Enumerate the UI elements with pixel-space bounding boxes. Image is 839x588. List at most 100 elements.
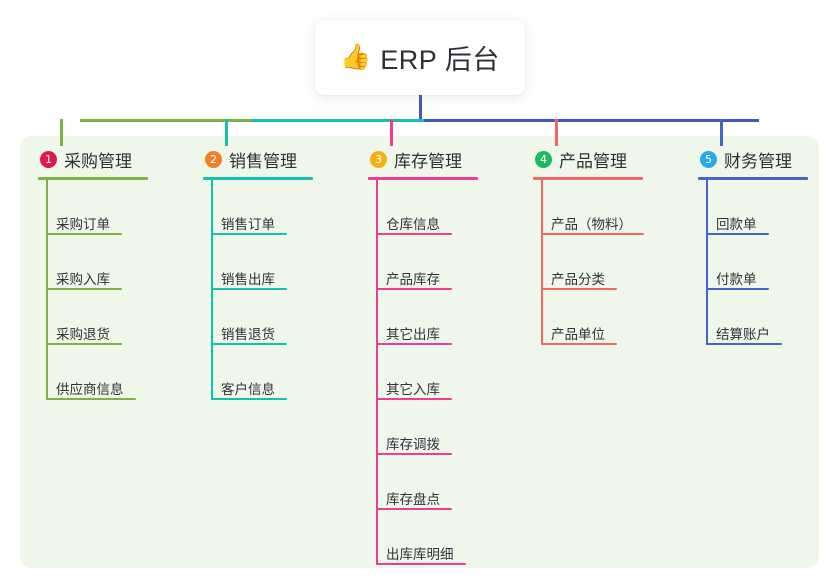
branch-header-2[interactable]: 2 销售管理 bbox=[203, 146, 313, 172]
leaf-item-rule bbox=[376, 508, 452, 510]
branch-items-1: 采购订单采购入库采购退货供应商信息 bbox=[38, 180, 148, 400]
leaf-item[interactable]: 供应商信息 bbox=[38, 345, 148, 400]
leaf-item-label: 供应商信息 bbox=[56, 381, 124, 397]
branch-header-3[interactable]: 3 库存管理 bbox=[368, 146, 478, 172]
leaf-item-rule bbox=[376, 398, 452, 400]
branch-spine-3 bbox=[376, 180, 378, 565]
leaf-item-label: 库存盘点 bbox=[386, 491, 440, 507]
branch-badge-3: 3 bbox=[370, 150, 387, 168]
thumbs-up-icon: 👍 bbox=[340, 43, 372, 71]
leaf-item-rule bbox=[46, 233, 122, 235]
leaf-item-rule bbox=[706, 233, 769, 235]
branches-panel bbox=[20, 136, 819, 568]
branch-column-2: 2 销售管理销售订单销售出库销售退货客户信息 bbox=[203, 146, 313, 400]
branch-stem-2 bbox=[225, 119, 228, 146]
branch-badge-2: 2 bbox=[205, 150, 222, 168]
leaf-item-rule bbox=[46, 288, 122, 290]
branch-items-2: 销售订单销售出库销售退货客户信息 bbox=[203, 180, 313, 400]
branch-badge-1: 1 bbox=[40, 150, 57, 168]
leaf-item[interactable]: 产品单位 bbox=[533, 290, 643, 345]
branch-title-2: 销售管理 bbox=[229, 151, 297, 171]
leaf-item-rule bbox=[46, 398, 136, 400]
branch-rule-3 bbox=[368, 177, 478, 180]
branch-spine-2 bbox=[211, 180, 213, 400]
branch-items-5: 回款单付款单结算账户 bbox=[698, 180, 808, 345]
leaf-item-rule bbox=[376, 233, 452, 235]
branch-header-1[interactable]: 1 采购管理 bbox=[38, 146, 148, 172]
leaf-item[interactable]: 销售退货 bbox=[203, 290, 313, 345]
leaf-item[interactable]: 结算账户 bbox=[698, 290, 808, 345]
branch-title-5: 财务管理 bbox=[724, 151, 792, 171]
leaf-item-label: 回款单 bbox=[716, 216, 757, 232]
leaf-item[interactable]: 回款单 bbox=[698, 180, 808, 235]
branch-rule-5 bbox=[698, 177, 808, 180]
leaf-item[interactable]: 库存调拨 bbox=[368, 400, 478, 455]
leaf-item[interactable]: 产品分类 bbox=[533, 235, 643, 290]
leaf-item-label: 库存调拨 bbox=[386, 436, 440, 452]
leaf-item[interactable]: 其它出库 bbox=[368, 290, 478, 345]
branch-spine-4 bbox=[541, 180, 543, 345]
leaf-item-rule bbox=[211, 398, 287, 400]
leaf-item-label: 其它入库 bbox=[386, 381, 440, 397]
root-stem bbox=[419, 95, 422, 122]
branch-title-4: 产品管理 bbox=[559, 151, 627, 171]
leaf-item-label: 产品分类 bbox=[551, 271, 605, 287]
leaf-item-rule bbox=[46, 343, 122, 345]
leaf-item[interactable]: 销售出库 bbox=[203, 235, 313, 290]
leaf-item[interactable]: 仓库信息 bbox=[368, 180, 478, 235]
branch-column-1: 1 采购管理采购订单采购入库采购退货供应商信息 bbox=[38, 146, 148, 400]
root-title: ERP 后台 bbox=[380, 45, 500, 75]
leaf-item[interactable]: 产品（物料） bbox=[533, 180, 644, 235]
branch-stem-4 bbox=[555, 119, 558, 146]
leaf-item-label: 产品单位 bbox=[551, 326, 605, 342]
leaf-item[interactable]: 采购入库 bbox=[38, 235, 148, 290]
leaf-item-rule bbox=[376, 343, 452, 345]
leaf-item-rule bbox=[211, 288, 287, 290]
leaf-item[interactable]: 客户信息 bbox=[203, 345, 313, 400]
branch-badge-5: 5 bbox=[700, 150, 717, 168]
leaf-item[interactable]: 其它入库 bbox=[368, 345, 478, 400]
bus-segment-2 bbox=[252, 119, 424, 122]
leaf-item-label: 销售出库 bbox=[221, 271, 275, 287]
bus-segment-3 bbox=[424, 119, 759, 122]
leaf-item[interactable]: 出库库明细 bbox=[368, 510, 478, 565]
leaf-item-label: 销售订单 bbox=[221, 216, 275, 232]
leaf-item[interactable]: 付款单 bbox=[698, 235, 808, 290]
branch-rule-2 bbox=[203, 177, 313, 180]
leaf-item-rule bbox=[211, 233, 287, 235]
leaf-item[interactable]: 产品库存 bbox=[368, 235, 478, 290]
root-node[interactable]: 👍 ERP 后台 bbox=[315, 20, 525, 95]
branch-stem-3 bbox=[390, 119, 393, 146]
leaf-item-rule bbox=[706, 288, 769, 290]
branch-column-3: 3 库存管理仓库信息产品库存其它出库其它入库库存调拨库存盘点出库库明细 bbox=[368, 146, 478, 565]
leaf-item[interactable]: 采购退货 bbox=[38, 290, 148, 345]
branch-items-3: 仓库信息产品库存其它出库其它入库库存调拨库存盘点出库库明细 bbox=[368, 180, 478, 565]
leaf-item-rule bbox=[541, 343, 617, 345]
leaf-item-label: 客户信息 bbox=[221, 381, 275, 397]
branch-column-5: 5 财务管理回款单付款单结算账户 bbox=[698, 146, 808, 345]
leaf-item-label: 产品库存 bbox=[386, 271, 440, 287]
branch-stem-5 bbox=[720, 119, 723, 146]
branch-header-5[interactable]: 5 财务管理 bbox=[698, 146, 808, 172]
leaf-item[interactable]: 库存盘点 bbox=[368, 455, 478, 510]
leaf-item-label: 付款单 bbox=[716, 271, 757, 287]
branch-spine-1 bbox=[46, 180, 48, 400]
leaf-item-rule bbox=[376, 288, 452, 290]
leaf-item[interactable]: 采购订单 bbox=[38, 180, 148, 235]
leaf-item-rule bbox=[376, 453, 452, 455]
leaf-item-label: 采购退货 bbox=[56, 326, 110, 342]
leaf-item[interactable]: 销售订单 bbox=[203, 180, 313, 235]
branch-title-3: 库存管理 bbox=[394, 151, 462, 171]
branch-title-1: 采购管理 bbox=[64, 151, 132, 171]
leaf-item-rule bbox=[541, 233, 644, 235]
leaf-item-label: 销售退货 bbox=[221, 326, 275, 342]
leaf-item-label: 采购订单 bbox=[56, 216, 110, 232]
leaf-item-label: 仓库信息 bbox=[386, 216, 440, 232]
leaf-item-label: 产品（物料） bbox=[551, 216, 632, 232]
branch-stem-1 bbox=[60, 119, 63, 146]
branch-spine-5 bbox=[706, 180, 708, 345]
bus-segment-1 bbox=[80, 119, 252, 122]
